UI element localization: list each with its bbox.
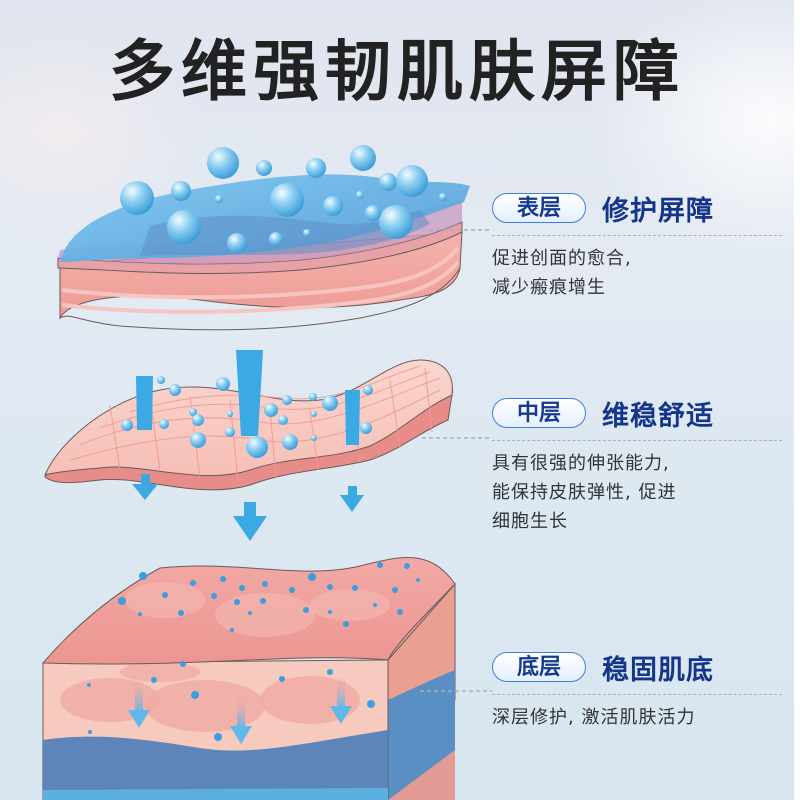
description-line: 细胞生长: [492, 511, 568, 532]
layer-heading: 维稳舒适: [602, 400, 714, 432]
layer-header: 中层 维稳舒适: [492, 396, 782, 432]
description-line: 减少瘢痕增生: [492, 277, 606, 298]
layer-info-middle: 中层 维稳舒适 具有很强的伸张能力, 能保持皮肤弹性, 促进 细胞生长: [492, 396, 782, 536]
middle-layer-bubbles: [121, 376, 373, 458]
layer-heading: 稳固肌底: [602, 654, 714, 686]
bottom-layer-dots: [87, 562, 420, 741]
dashed-divider: [492, 235, 782, 236]
layer-info-bottom: 底层 稳固肌底 深层修护, 激活肌肤活力: [492, 650, 782, 732]
layer-badge: 中层: [492, 398, 586, 428]
dashed-divider: [492, 440, 782, 441]
connector-lines: [420, 229, 492, 692]
layer-info-surface: 表层 修护屏障 促进创面的愈合, 减少瘢痕增生: [492, 191, 782, 302]
layer-badge: 表层: [492, 193, 586, 223]
layer-header: 表层 修护屏障: [492, 191, 782, 227]
description-line: 促进创面的愈合,: [492, 248, 632, 269]
description-line: 具有很强的伸张能力,: [492, 453, 670, 474]
bottom-layer-graphic: [41, 557, 456, 800]
dashed-divider: [492, 694, 782, 695]
layer-description: 促进创面的愈合, 减少瘢痕增生: [492, 244, 782, 302]
middle-layer-arrows: [132, 350, 364, 541]
layer-badge: 底层: [492, 652, 586, 682]
description-line: 能保持皮肤弹性, 促进: [492, 482, 677, 503]
layer-description: 深层修护, 激活肌肤活力: [492, 703, 782, 732]
description-line: 深层修护, 激活肌肤活力: [492, 707, 696, 728]
layer-heading: 修护屏障: [602, 195, 714, 227]
surface-water-bubbles: [120, 145, 447, 253]
surface-layer-graphic: [57, 174, 470, 331]
layer-header: 底层 稳固肌底: [492, 650, 782, 686]
page-title: 多维强韧肌肤屏障: [109, 33, 685, 110]
layer-description: 具有很强的伸张能力, 能保持皮肤弹性, 促进 细胞生长: [492, 449, 782, 536]
bottom-layer-arrows: [128, 678, 352, 744]
